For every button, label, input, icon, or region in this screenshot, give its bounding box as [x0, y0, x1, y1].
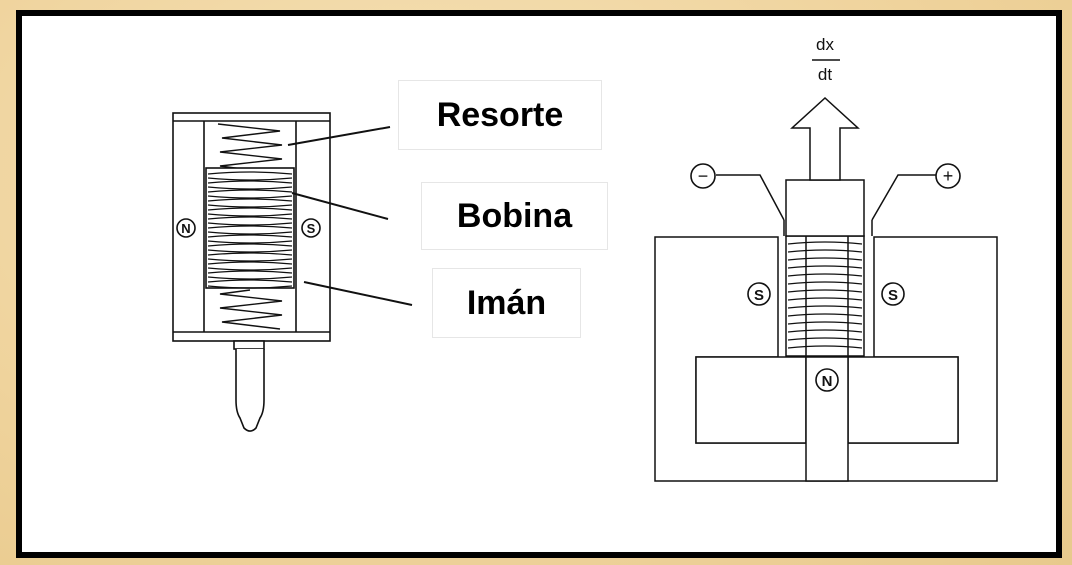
coil-winding	[207, 243, 293, 253]
minus-terminal-label: −	[698, 166, 709, 186]
coil-winding	[207, 270, 293, 280]
coil-top-block	[785, 179, 865, 237]
coil-winding	[207, 234, 293, 244]
right-south-pole-right-label: S	[888, 287, 898, 304]
moving-coil-winding	[787, 249, 863, 253]
coil-winding	[207, 171, 293, 181]
moving-coil-winding	[787, 265, 863, 269]
iman-leader	[303, 281, 413, 306]
right-north-pole-center: N	[815, 368, 839, 392]
left-north-pole: N	[176, 218, 196, 238]
moving-coil-winding	[787, 337, 863, 341]
coil-winding	[207, 252, 293, 262]
moving-coil	[785, 235, 865, 357]
coil-winding	[207, 225, 293, 235]
right-device	[654, 96, 998, 482]
moving-coil-winding	[787, 289, 863, 293]
right-south-pole-right: S	[881, 282, 905, 306]
moving-coil-winding	[787, 305, 863, 309]
lower-spring	[219, 289, 283, 330]
right-south-pole-left-label: S	[754, 287, 764, 304]
upper-spring	[217, 123, 283, 171]
right-south-pole-left: S	[747, 282, 771, 306]
bobina-leader	[291, 192, 389, 220]
moving-coil-winding	[787, 329, 863, 333]
coil-winding	[207, 207, 293, 217]
resorte-leader	[287, 126, 391, 146]
moving-coil-windings	[787, 241, 863, 349]
magnet-right-lower-block	[847, 356, 959, 444]
moving-coil-winding	[787, 281, 863, 285]
coil-windings	[207, 171, 293, 289]
probe-rod	[235, 349, 265, 432]
left-south-pole-label: S	[307, 221, 316, 236]
moving-coil-winding	[787, 345, 863, 349]
resorte-label: Resorte	[398, 80, 602, 150]
moving-coil-winding	[787, 321, 863, 325]
coil-winding	[207, 189, 293, 199]
moving-coil-winding	[787, 257, 863, 261]
coil-winding	[207, 261, 293, 271]
coil-winding	[207, 216, 293, 226]
right-north-pole-center-label: N	[822, 373, 833, 390]
plus-terminal-label: +	[943, 166, 954, 186]
probe-rod-top	[233, 340, 265, 350]
minus-terminal: −	[690, 163, 716, 189]
moving-coil-winding	[787, 241, 863, 245]
left-north-pole-label: N	[181, 221, 190, 236]
velocity-arrow	[790, 96, 860, 181]
minus-lead	[716, 174, 785, 221]
coil-winding	[207, 180, 293, 190]
bobina-label: Bobina	[421, 182, 608, 250]
plus-lead	[871, 174, 936, 221]
plus-terminal: +	[935, 163, 961, 189]
moving-coil-winding	[787, 313, 863, 317]
iman-label: Imán	[432, 268, 581, 338]
velocity-denominator: dt	[818, 65, 832, 84]
left-south-pole: S	[301, 218, 321, 238]
velocity-numerator: dx	[816, 35, 834, 54]
coil-winding	[207, 198, 293, 208]
moving-coil-winding	[787, 297, 863, 301]
coil-winding	[207, 279, 293, 289]
left-device	[172, 112, 331, 432]
magnet-left-lower-block	[695, 356, 807, 444]
moving-coil-winding	[787, 273, 863, 277]
